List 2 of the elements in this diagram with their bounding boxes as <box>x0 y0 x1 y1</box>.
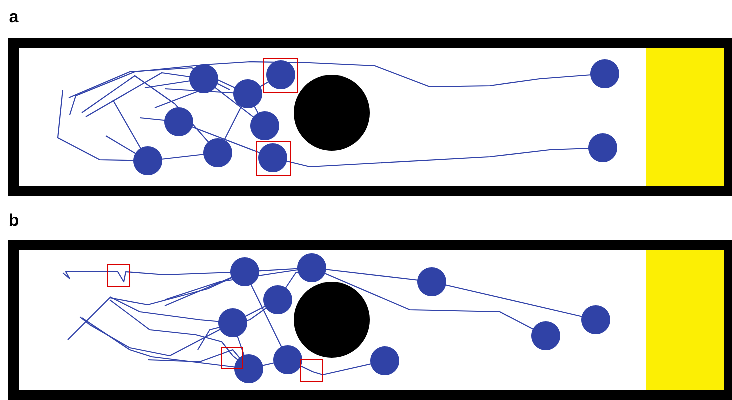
panel-label: a <box>10 13 19 23</box>
panel-label: b <box>10 214 18 226</box>
